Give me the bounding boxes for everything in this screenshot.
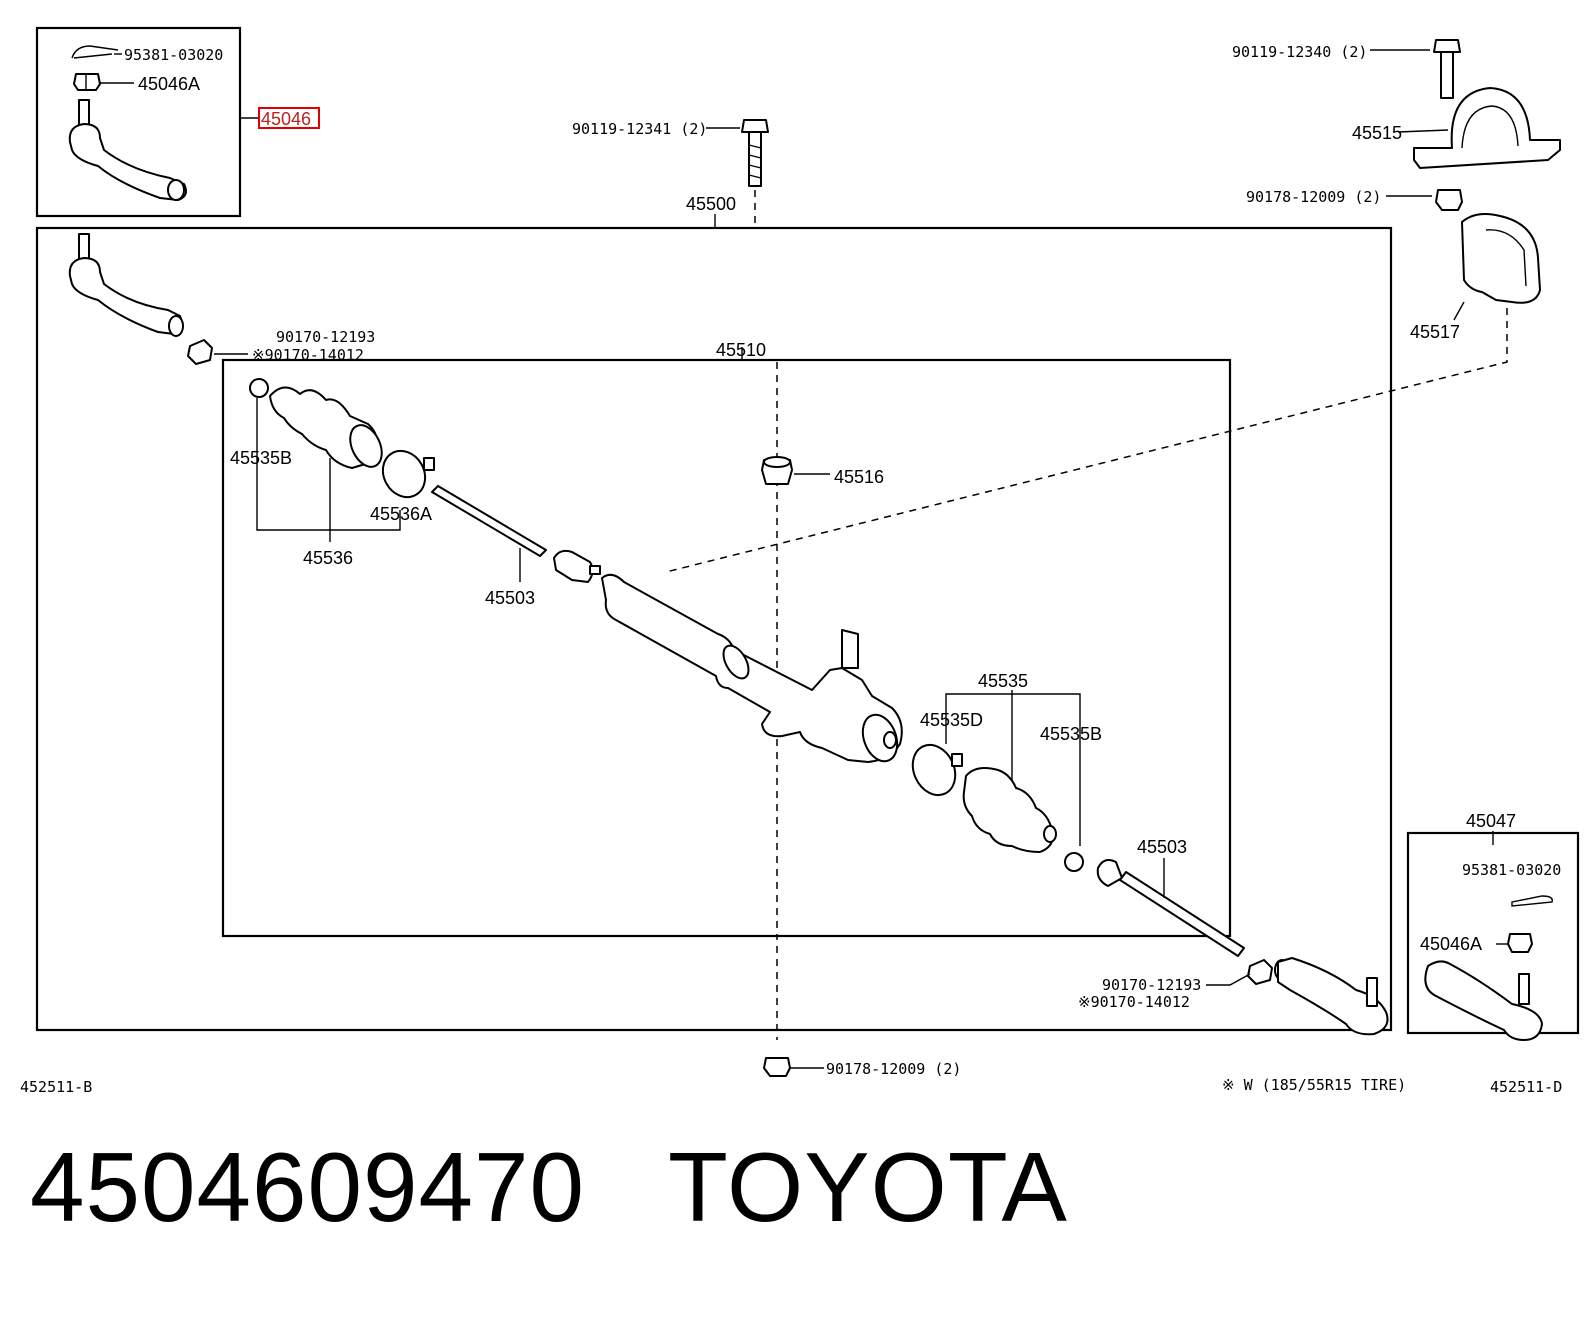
page-title: 4504609470 TOYOTA [30, 1138, 1068, 1236]
ref-right: 452511-D [1490, 1078, 1562, 1096]
hex-nut-right-icon [1507, 933, 1533, 953]
bracket-icon [1413, 87, 1561, 169]
tire-note: ※ W (185/55R15 TIRE) [1222, 1076, 1406, 1094]
label-assembly: 45500 [686, 194, 736, 214]
label-tie-rod-right: 45503 [1137, 837, 1187, 857]
clamp-left-icon [381, 449, 435, 499]
bolt-right-icon [1433, 39, 1461, 99]
nut-left-icon [187, 339, 213, 365]
label-inset-right-part: 45047 [1466, 811, 1516, 831]
label-clamp-right: 45535D [920, 710, 983, 730]
label-tie-rod-left: 45503 [485, 588, 535, 608]
label-bottom-nut: 90178-12009 (2) [826, 1060, 961, 1078]
bushing-center-icon [761, 456, 793, 485]
label-boot-kit-right: 45535 [978, 671, 1028, 691]
label-inset-left-part[interactable]: 45046 [261, 109, 311, 129]
bushing-icon [1461, 213, 1541, 304]
boot-left-icon [269, 386, 383, 469]
bolt-icon [741, 119, 769, 187]
label-nut-right-a: 90170-12193 [1102, 976, 1201, 994]
rack-housing-icon [601, 573, 903, 763]
label-inset-left-cotter: 95381-03020 [124, 46, 223, 64]
label-boot-clamp-right: 45535B [1040, 724, 1102, 744]
label-inset-right-cotter: 95381-03020 [1462, 861, 1561, 879]
highlight-box [258, 107, 320, 129]
label-right-bolt: 90119-12340 (2) [1232, 43, 1367, 61]
inset-left-frame [35, 26, 242, 218]
label-boot-kit-left: 45536 [303, 548, 353, 568]
part-number: 4504609470 [30, 1132, 586, 1242]
label-bracket: 45515 [1352, 123, 1402, 143]
label-inset-right-nut: 45046A [1420, 934, 1482, 954]
label-nut-left-b: ※90170-14012 [252, 346, 364, 364]
label-rack-assembly: 45510 [716, 340, 766, 360]
tie-rod-end-right-icon [1274, 957, 1389, 1036]
label-right-nut: 90178-12009 (2) [1246, 188, 1381, 206]
tie-rod-end-icon [68, 99, 187, 201]
assembly-frame [35, 226, 1393, 1032]
boot-right-icon [962, 767, 1057, 853]
clamp-small-right-icon [1064, 852, 1084, 872]
label-boot-clamp-left: 45535B [230, 448, 292, 468]
label-inset-left-nut: 45046A [138, 74, 200, 94]
label-bushing-center: 45516 [834, 467, 884, 487]
label-bushing-right: 45517 [1410, 322, 1460, 342]
ref-left: 452511-B [20, 1078, 92, 1096]
clamp-small-left-icon [249, 378, 269, 398]
hex-nut-icon [73, 73, 101, 91]
cotter-pin-right-icon [1511, 895, 1553, 907]
nut-right-rod-icon [1247, 959, 1273, 985]
nut-right-icon [1435, 189, 1463, 211]
tie-rod-end-left-icon [68, 233, 184, 337]
rack-frame [221, 358, 1232, 938]
cotter-pin-icon [71, 45, 119, 59]
tie-rod-end-inset-right-icon [1424, 960, 1543, 1041]
label-top-bolt: 90119-12341 (2) [572, 120, 707, 138]
label-clamp-left: 45536A [370, 504, 432, 524]
clamp-right-icon [911, 743, 963, 797]
brand-name: TOYOTA [667, 1132, 1068, 1242]
tie-rod-right-icon [1096, 859, 1245, 957]
nut-bottom-icon [763, 1057, 791, 1077]
label-nut-right-b: ※90170-14012 [1078, 993, 1190, 1011]
label-nut-left-a: 90170-12193 [276, 328, 375, 346]
tie-rod-left-icon [431, 485, 601, 583]
